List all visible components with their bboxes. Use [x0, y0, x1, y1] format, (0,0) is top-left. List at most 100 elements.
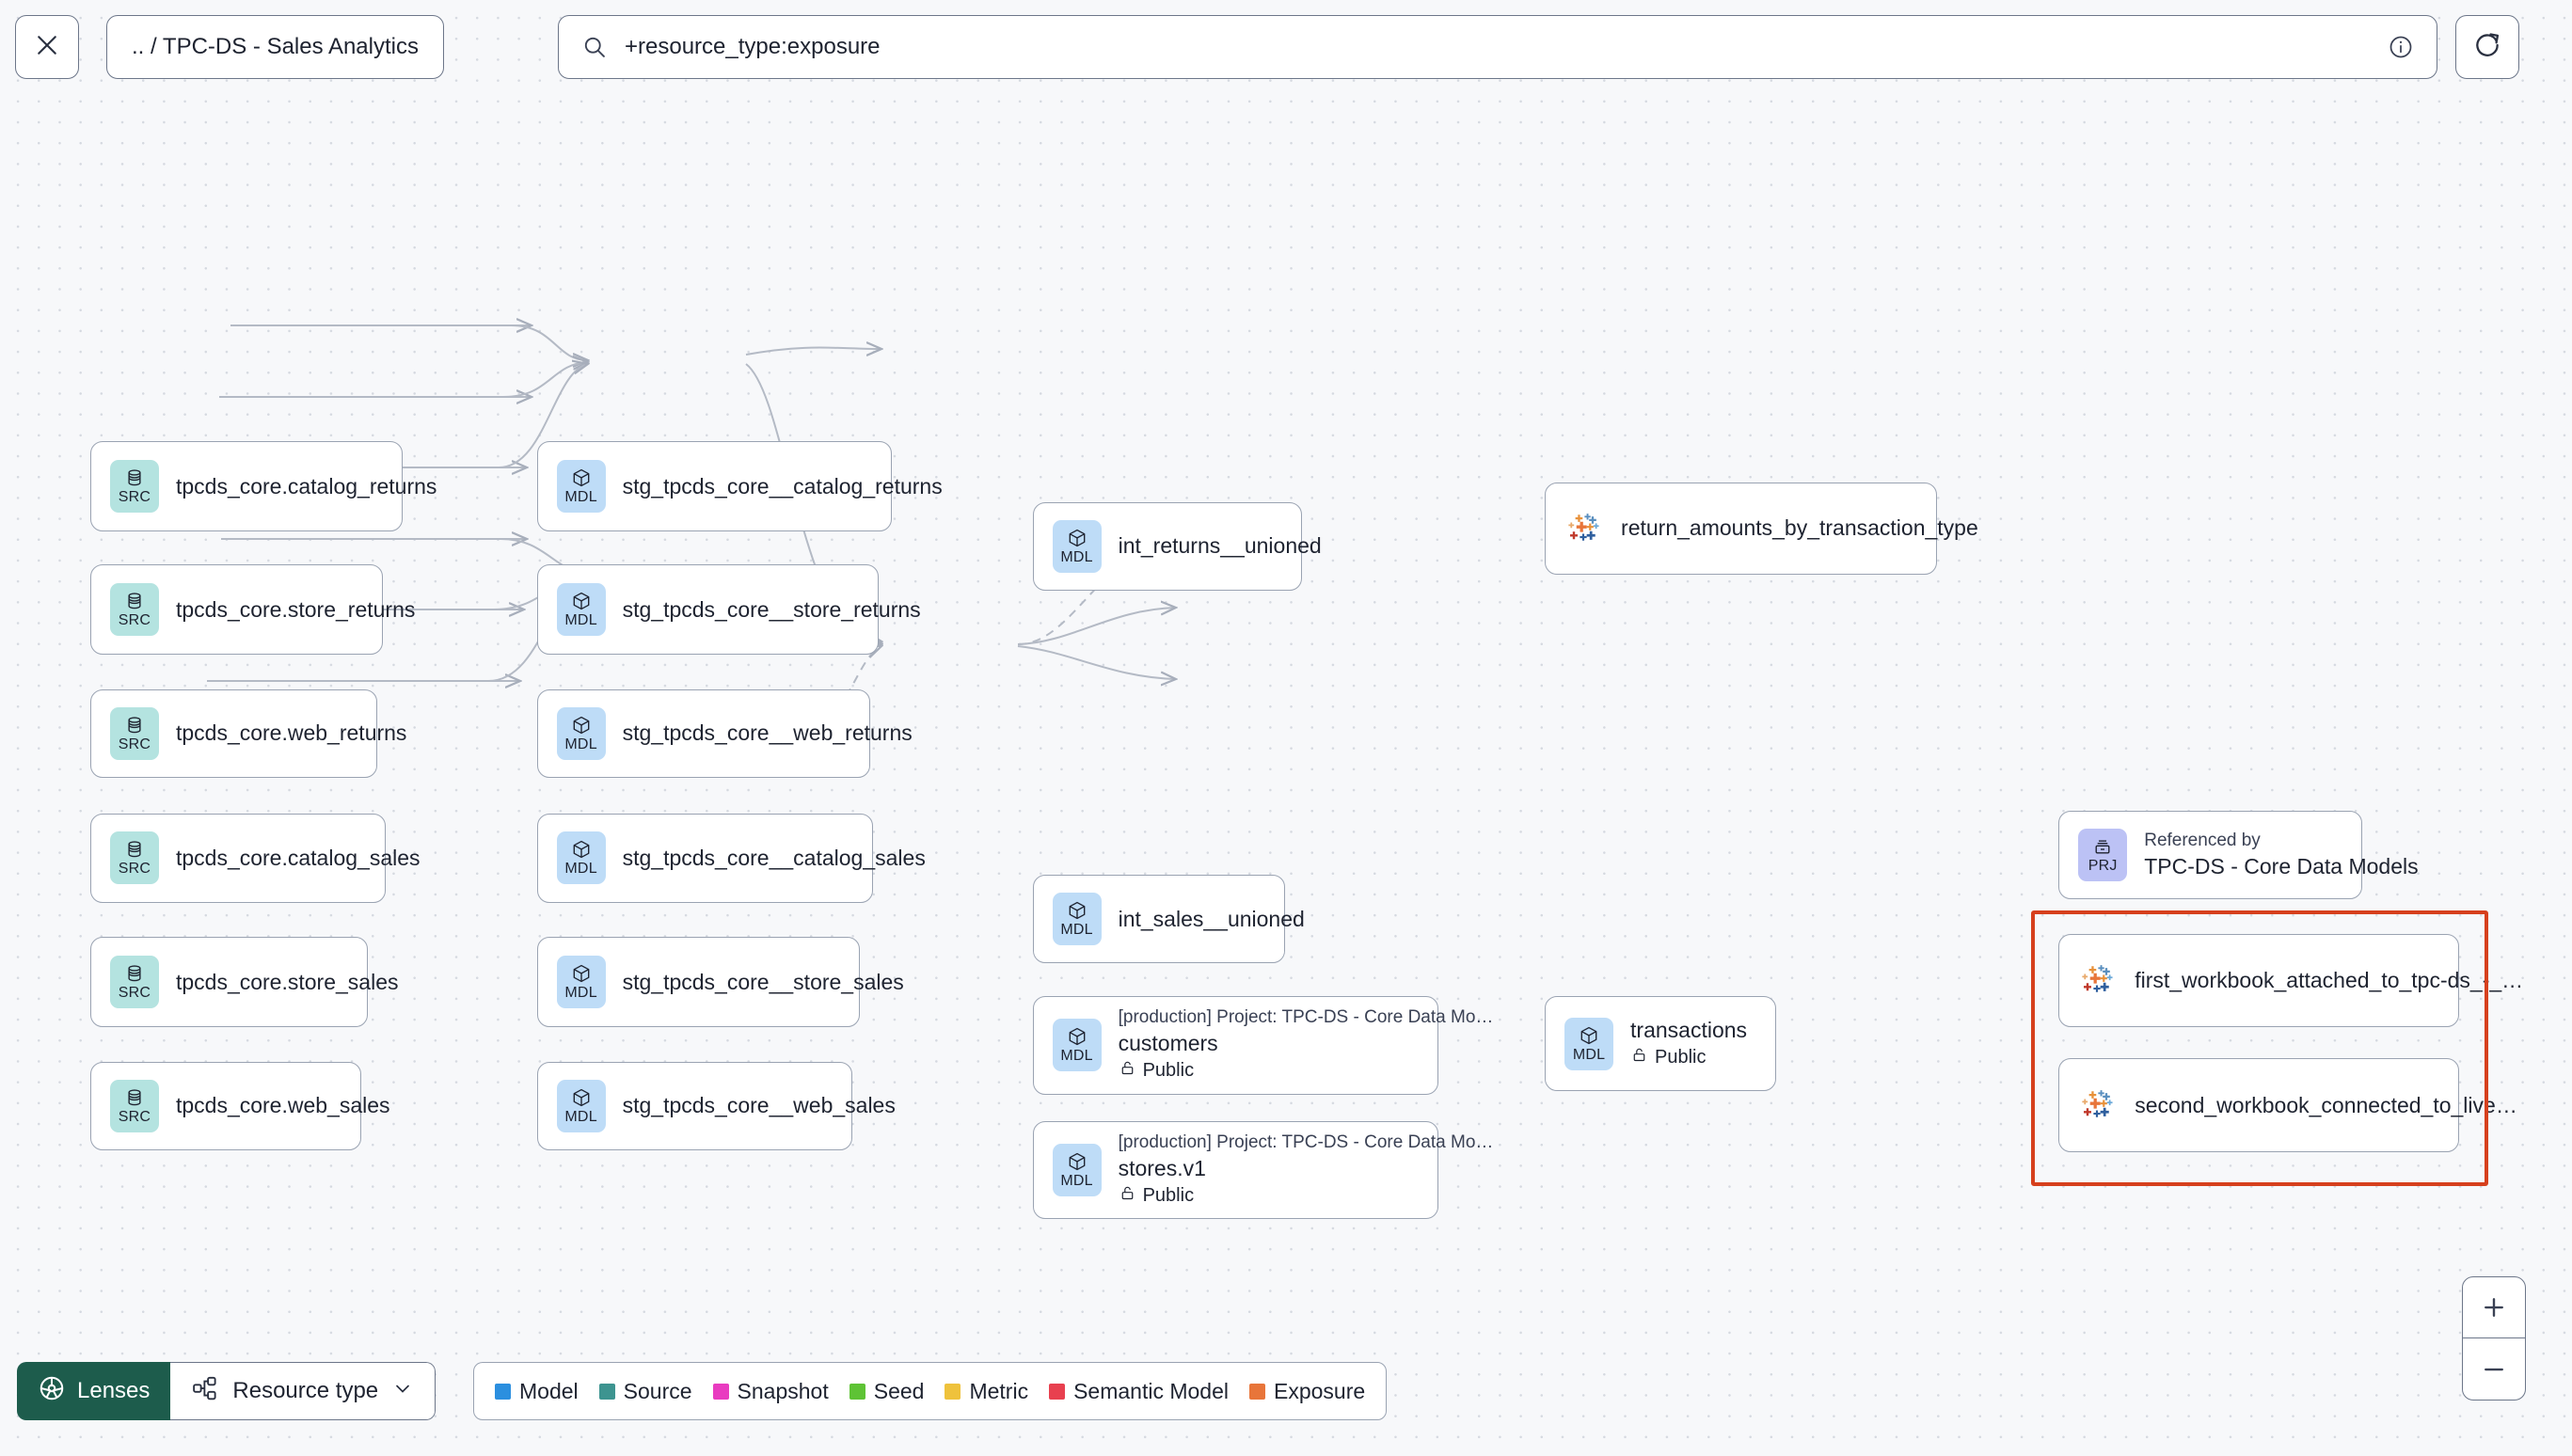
- node-type-badge-text: PRJ: [2088, 857, 2118, 874]
- node-label: first_workbook_attached_to_tpc-ds_-_…: [2135, 967, 2524, 992]
- legend-swatch: [849, 1383, 865, 1400]
- node-visibility: Public: [1630, 1046, 1747, 1069]
- top-toolbar: .. / TPC-DS - Sales Analytics +resource_…: [0, 0, 2572, 108]
- legend-item-exposure[interactable]: Exposure: [1249, 1379, 1365, 1404]
- node-type-badge-text: MDL: [564, 861, 597, 878]
- node-label: tpcds_core.web_returns: [175, 720, 407, 746]
- legend-label: Model: [519, 1378, 579, 1403]
- node-label: transactions: [1630, 1018, 1748, 1043]
- node-type-badge-src: SRC: [109, 583, 159, 637]
- refresh-button[interactable]: [2455, 15, 2519, 79]
- graph-node-stg_web_returns[interactable]: MDL stg_tpcds_core__web_returns: [536, 688, 913, 778]
- cube-icon: [571, 1087, 592, 1108]
- resource-type-label: Resource type: [232, 1378, 379, 1403]
- graph-node-stores_v1[interactable]: MDL [production] Project: TPC-DS - Core D…: [1032, 1120, 1493, 1220]
- database-icon: [124, 467, 145, 488]
- breadcrumb[interactable]: .. / TPC-DS - Sales Analytics: [106, 15, 444, 79]
- node-label: stg_tpcds_core__store_sales: [622, 969, 904, 994]
- database-icon: [124, 591, 145, 611]
- search-input-value: +resource_type:exposure: [625, 34, 881, 59]
- legend-swatch: [712, 1383, 729, 1400]
- graph-node-customers[interactable]: MDL [production] Project: TPC-DS - Core D…: [1032, 996, 1493, 1095]
- node-visibility: Public: [1119, 1184, 1494, 1208]
- node-type-badge-src: SRC: [109, 831, 159, 885]
- node-label: return_amounts_by_transaction_type: [1621, 515, 1978, 541]
- chevron-down-icon: [391, 1377, 414, 1406]
- node-label: tpcds_core.store_returns: [175, 596, 416, 622]
- node-type-badge-mdl: MDL: [556, 1079, 606, 1132]
- legend-item-model[interactable]: Model: [495, 1379, 579, 1404]
- info-icon[interactable]: [2388, 34, 2414, 60]
- lenses-button[interactable]: Lenses: [17, 1362, 171, 1420]
- graph-node-first_workbook[interactable]: first_workbook_attached_to_tpc-ds_-_…: [2058, 933, 2523, 1028]
- node-text-block: Referenced by TPC-DS - Core Data Models: [2144, 831, 2418, 879]
- legend-label: Source: [623, 1378, 692, 1403]
- graph-node-ret_amounts_exposure[interactable]: return_amounts_by_transaction_type: [1545, 482, 1978, 575]
- legend-item-snapshot[interactable]: Snapshot: [712, 1379, 829, 1404]
- search-field[interactable]: +resource_type:exposure: [558, 15, 2437, 79]
- graph-node-int_returns_unioned[interactable]: MDL int_returns__unioned: [1032, 501, 1322, 592]
- node-type-badge-mdl: MDL: [556, 706, 606, 760]
- zoom-controls[interactable]: [2462, 1276, 2526, 1401]
- resource-type-dropdown[interactable]: Resource type: [170, 1362, 437, 1420]
- node-type-badge-src: SRC: [109, 706, 159, 760]
- legend-item-metric[interactable]: Metric: [945, 1379, 1028, 1404]
- cube-icon: [1067, 900, 1088, 921]
- node-visibility-label: Public: [1142, 1060, 1195, 1082]
- legend-swatch: [1249, 1383, 1265, 1400]
- cube-icon: [571, 591, 592, 611]
- hierarchy-icon: [191, 1374, 219, 1409]
- zoom-in-button[interactable]: [2463, 1277, 2525, 1338]
- graph-node-stg_web_sales[interactable]: MDL stg_tpcds_core__web_sales: [536, 1061, 896, 1151]
- node-subtitle: Referenced by: [2144, 830, 2261, 850]
- node-type-badge-text: SRC: [118, 736, 151, 752]
- tableau-exposure-icon: [1564, 510, 1602, 547]
- lenses-control-group: Lenses Resource type: [17, 1362, 437, 1420]
- close-button[interactable]: [15, 15, 79, 79]
- node-label: stg_tpcds_core__web_sales: [622, 1093, 896, 1118]
- lenses-label: Lenses: [77, 1378, 151, 1403]
- legend-item-semantic-model[interactable]: Semantic Model: [1049, 1379, 1229, 1404]
- cube-icon: [571, 715, 592, 736]
- node-type-badge-mdl: MDL: [1052, 519, 1102, 573]
- node-subtitle: [production] Project: TPC-DS - Core Data…: [1118, 1007, 1494, 1028]
- database-icon: [124, 1087, 145, 1108]
- aperture-icon: [38, 1374, 66, 1409]
- node-type-badge-text: MDL: [1060, 1048, 1093, 1065]
- graph-node-src_web_returns[interactable]: SRC tpcds_core.web_returns: [89, 688, 406, 778]
- node-label: int_returns__unioned: [1118, 533, 1322, 559]
- node-label: stg_tpcds_core__catalog_returns: [622, 473, 943, 499]
- zoom-out-button[interactable]: [2463, 1338, 2525, 1400]
- node-label: TPC-DS - Core Data Models: [2144, 853, 2419, 878]
- legend-item-source[interactable]: Source: [598, 1378, 692, 1404]
- node-type-badge-text: MDL: [1060, 548, 1093, 565]
- cube-icon: [1067, 1151, 1088, 1172]
- node-text-block: [production] Project: TPC-DS - Core Data…: [1119, 1007, 1494, 1083]
- unlock-icon: [1630, 1046, 1648, 1069]
- node-text-block: [production] Project: TPC-DS - Core Data…: [1119, 1132, 1494, 1208]
- database-icon: [124, 839, 145, 860]
- graph-node-second_workbook[interactable]: second_workbook_connected_to_live…: [2058, 1058, 2517, 1152]
- node-type-badge-mdl: MDL: [1052, 1019, 1102, 1072]
- node-subtitle: [production] Project: TPC-DS - Core Data…: [1118, 1132, 1494, 1152]
- graph-node-prj_referenced_by[interactable]: PRJ Referenced by TPC-DS - Core Data Model…: [2058, 810, 2419, 900]
- legend-item-seed[interactable]: Seed: [849, 1379, 924, 1404]
- node-type-badge-text: MDL: [1060, 1173, 1093, 1189]
- node-type-badge-src: SRC: [109, 1079, 159, 1132]
- node-type-badge-text: MDL: [564, 736, 597, 752]
- cube-icon: [1067, 1026, 1088, 1047]
- node-label: stg_tpcds_core__web_returns: [622, 720, 913, 746]
- tableau-exposure-icon: [2078, 1086, 2116, 1124]
- graph-node-src_store_returns[interactable]: SRC tpcds_core.store_returns: [89, 564, 415, 656]
